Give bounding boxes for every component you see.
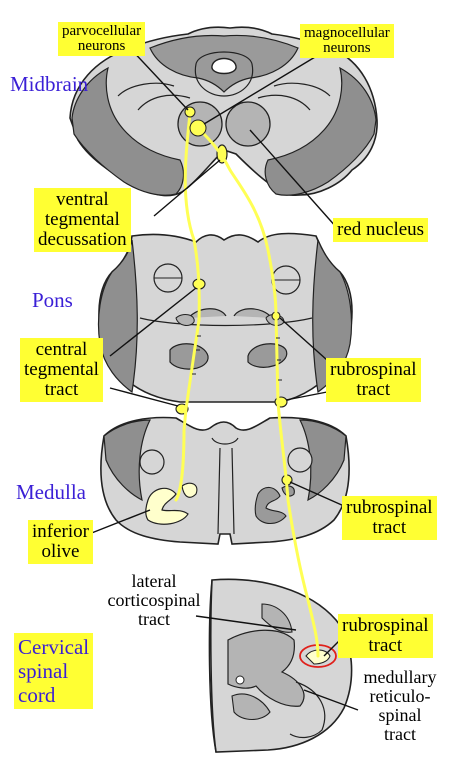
leader-medullary-reticulospinal — [303, 689, 359, 711]
leader-lateral-corticospinal — [195, 615, 297, 631]
mrt-line-2: reticulo- — [369, 686, 431, 706]
cord-dorsal-horn — [261, 603, 293, 633]
midbrain-lemniscus-right — [273, 82, 331, 97]
midbrain-arc-right — [257, 94, 311, 111]
vtd-line-1: ventral — [55, 189, 109, 210]
rsm-line-1: rubrospinal — [346, 497, 433, 518]
mrt-line-3: spinal — [378, 705, 422, 725]
cord-ventral-horn — [231, 693, 271, 721]
rubrospinal-tract-path — [194, 124, 320, 658]
magnocellular-neuron-dot — [189, 119, 207, 137]
leader-rubro-medulla — [289, 481, 345, 507]
pons-small-left — [175, 314, 195, 326]
medulla-fourth-ventricle — [211, 437, 239, 445]
region-medulla: Medulla — [16, 480, 86, 504]
rsc-line-1: rubrospinal — [342, 615, 429, 636]
tracts — [174, 112, 320, 658]
vtd-line-3: decussation — [38, 229, 127, 250]
cervical-line-2: spinal — [18, 659, 69, 683]
inferior-olive-shape — [145, 487, 189, 525]
leader-red-nucleus — [249, 129, 338, 229]
magnocellular-line-2: neurons — [323, 40, 371, 56]
rsm-line-2: tract — [372, 517, 407, 538]
leader-rubro-pons-bottom — [285, 391, 328, 401]
inferior-olive-shape-2 — [181, 482, 198, 498]
pons-section — [97, 232, 353, 415]
label-rubrospinal-tract-pons: rubrospinal tract — [326, 358, 421, 402]
lct-line-3: tract — [138, 609, 170, 629]
mrt-line-4: tract — [384, 724, 416, 744]
leader-magnocellular — [203, 47, 331, 125]
label-parvocellular-neurons: parvocellular neurons — [58, 22, 146, 56]
rsp-line-2: tract — [356, 379, 391, 400]
magnocellular-line-1: magnocellular — [304, 25, 390, 41]
medulla-nucleus-right — [287, 447, 313, 473]
midbrain-pag — [194, 51, 254, 97]
leader-rubro-pons — [279, 317, 328, 361]
tract-dashes — [192, 335, 282, 381]
rsp-line-1: rubrospinal — [330, 359, 417, 380]
parvocellular-line-2: neurons — [77, 38, 126, 54]
midbrain-tegmentum-dark-right — [264, 66, 377, 196]
lct-line-2: corticospinal — [107, 590, 201, 610]
pons-peduncle-right — [312, 239, 353, 394]
vtd-line-2: tegmental — [44, 209, 120, 230]
lct-line-1: lateral — [131, 571, 177, 591]
olive-right — [254, 486, 287, 525]
leader-ventral-tegmental — [153, 159, 221, 217]
cervical-line-1: Cervical — [18, 635, 90, 659]
cord-gray-matter — [227, 629, 305, 707]
label-inferior-olive: inferior olive — [28, 520, 93, 564]
label-ventral-tegmental-decussation: ventral tegmental decussation — [34, 188, 131, 252]
cord-reticulospinal-arc — [289, 681, 326, 739]
midbrain-tegmentum-dark-left — [71, 66, 185, 196]
spinal-cord-section — [208, 578, 353, 753]
region-midbrain: Midbrain — [10, 72, 89, 96]
pons-peduncle-left — [97, 239, 138, 394]
label-red-nucleus: red nucleus — [333, 218, 429, 242]
midbrain-aqueduct — [211, 57, 237, 75]
label-medullary-reticulospinal-tract: medullary reticulo- spinal tract — [350, 668, 450, 744]
central-tegmental-tract-path — [174, 112, 201, 502]
label-rubrospinal-tract-cord: rubrospinal tract — [338, 614, 433, 658]
leader-parvocellular — [127, 45, 189, 111]
cervical-line-3: cord — [18, 683, 56, 707]
region-cervical-spinal-cord: Cervical spinal cord — [14, 633, 94, 709]
midbrain-section — [69, 26, 378, 197]
mrt-line-1: medullary — [363, 667, 437, 687]
io-line-2: olive — [41, 541, 80, 562]
midbrain-lemniscus-left — [117, 82, 175, 97]
medulla-nucleus-left — [139, 449, 165, 475]
rsc-line-2: tract — [368, 635, 403, 656]
leader-central-tegmental — [109, 287, 197, 357]
label-rubrospinal-tract-medulla: rubrospinal tract — [342, 496, 437, 540]
region-pons: Pons — [32, 288, 73, 312]
parvocellular-line-1: parvocellular — [62, 23, 142, 39]
leader-rubro-cord — [323, 639, 341, 657]
ctt-line-3: tract — [44, 379, 79, 400]
ctt-line-1: central — [35, 339, 88, 360]
leader-ct-bottom — [109, 387, 179, 407]
red-nucleus-right — [225, 101, 271, 147]
cord-central-canal — [235, 675, 245, 685]
label-magnocellular-neurons: magnocellular neurons — [300, 24, 394, 58]
midbrain-arc-left — [137, 94, 191, 111]
label-lateral-corticospinal-tract: lateral corticospinal tract — [96, 572, 212, 629]
medulla-section — [100, 416, 350, 545]
cord-left-edge — [208, 579, 217, 753]
label-central-tegmental-tract: central tegmental tract — [20, 338, 103, 402]
pons-tegmentum-boundary — [139, 317, 313, 327]
leader-inferior-olive — [83, 509, 151, 537]
io-line-1: inferior — [32, 521, 89, 542]
leader-lines — [83, 45, 359, 711]
ctt-line-2: tegmental — [24, 359, 99, 380]
medulla-midline — [217, 447, 235, 535]
